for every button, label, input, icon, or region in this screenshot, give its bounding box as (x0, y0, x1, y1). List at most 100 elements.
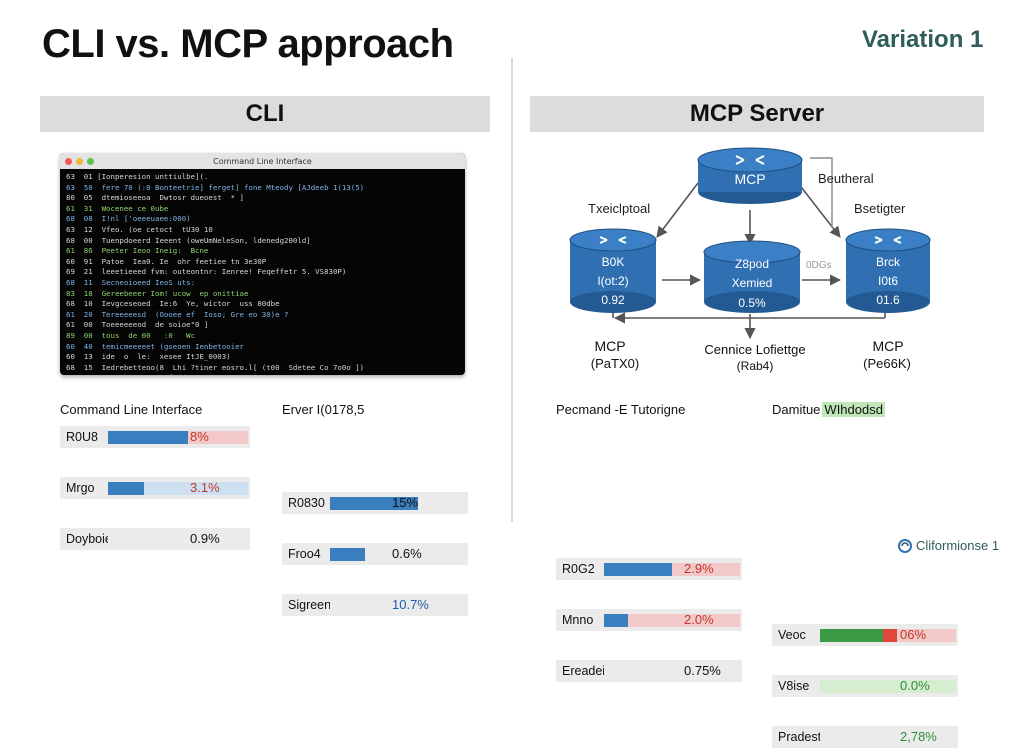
terminal-line: 68 10 Ievgceseoed Ie:6 Ye, wictor uss 80… (66, 299, 280, 309)
row-value: 0.9% (190, 531, 220, 546)
terminal-line: 61 20 Tereeeeesd (Oooee ef Ioso; Gre eo … (66, 309, 289, 319)
metrics-table-heading: Command Line Interface (60, 402, 202, 417)
arrow-top-to-right (797, 182, 841, 238)
table-row: R0U8 8% (60, 426, 250, 448)
row-bar (108, 431, 188, 444)
row-bar-track (108, 533, 248, 546)
terminal-line: 61 00 Toeeeeeeod de soioe"0 ] (66, 320, 209, 330)
terminal-line: 61 86 Peeter Ieoo Ineig: Bcne (66, 246, 209, 256)
close-dot-icon[interactable] (65, 157, 72, 165)
row-bar (108, 482, 144, 495)
row-bar (330, 548, 365, 561)
row-value: 0.0% (900, 678, 930, 693)
terminal-line: 60 40 temicmeeeeet (gseoen Ienbetooier (66, 341, 244, 351)
terminal-line: 63 01 [Ionperesion unttiulbe](. (66, 172, 209, 181)
center-divider (511, 58, 513, 522)
table-row: Mnno 2.0% (556, 609, 742, 631)
row-label: R0U8 (66, 430, 98, 444)
right-node-line1: Brck (876, 255, 901, 269)
terminal-window[interactable]: Command Line Interface 63 01 [Ionperesio… (60, 153, 465, 375)
row-label: Veoc (778, 628, 806, 642)
terminal-line: 63 50 fere 70 (:0 Bonteetrie] ferget] fo… (66, 182, 365, 192)
row-label: Mrgo (66, 481, 95, 495)
terminal-line: 68 11 Secneoioeed IeoS uts: (66, 277, 196, 287)
row-label: V8ise (778, 679, 810, 693)
cli-section-title: CLI (245, 100, 285, 127)
middle-node-line2: Xemied (732, 276, 773, 290)
label-bottom-left-title: MCP (594, 338, 626, 354)
label-bottom-right-title: MCP (872, 338, 904, 354)
terminal-line: 63 12 Vfeo. (oe cetoct tU30 10 (66, 224, 213, 234)
cli-section-header: CLI (40, 96, 490, 132)
table-heading-text: Pecmand -E Tutorigne (556, 402, 686, 417)
label-bottom-center-title: Cennice Lofiettge (704, 342, 806, 357)
terminal-line: 68 15 Iedrebetteoo(8 Lhi ?tiner eosro.l[… (66, 362, 365, 372)
table-row: V8ise 0.0% (772, 675, 958, 697)
brand-logo-icon (898, 538, 912, 553)
metrics-table-heading: Erver I(0178,5 (282, 402, 364, 417)
table-row: Veoc 06% (772, 624, 958, 646)
table-heading-text: Damitue (772, 402, 821, 417)
minimize-dot-icon[interactable] (76, 157, 83, 165)
row-value: 8% (190, 429, 209, 444)
footer-text: Cliformionse 1 (916, 538, 1000, 553)
terminal-title: Command Line Interface (213, 156, 312, 166)
left-node-line3: 0.92 (601, 293, 625, 307)
row-label: Mnno (562, 613, 594, 627)
label-right-upper: Bsetigter (854, 201, 906, 216)
row-value: 06% (900, 627, 927, 642)
terminal-line: 80 05 dtemioseeoa Dwtosr dueoest * ] (66, 193, 244, 203)
row-bar (330, 497, 418, 510)
arrow-top-to-left (656, 182, 699, 238)
row-label: Froo4 (288, 547, 321, 561)
right-node-line2: I0t6 (878, 274, 898, 288)
maximize-dot-icon[interactable] (87, 157, 94, 165)
mcp-router-node[interactable]: MCP (697, 147, 803, 204)
terminal-line: 89 00 tous de 00 :0 Wc (66, 330, 196, 340)
row-bar-accent (883, 629, 897, 642)
table-heading-tag: WIhdodsd (822, 402, 885, 417)
table-heading-text: Command Line Interface (60, 402, 203, 417)
row-value: 15% (392, 495, 419, 510)
middle-node-line1: Z8pod (735, 257, 769, 271)
row-value: 10.7% (392, 597, 429, 612)
connector-top-right (810, 157, 833, 228)
left-node-line2: I(ot:2) (597, 274, 628, 288)
router-arrows-icon (735, 155, 765, 165)
row-value: 2,78% (900, 729, 937, 744)
table-heading-text: Erver I(0178,5 (282, 402, 365, 417)
footer-brand: Cliformionse 1 (898, 538, 999, 553)
label-bottom-right-sub: (Pe66K) (863, 356, 911, 371)
terminal-line: 68 00 Tuenpdoeerd Ieeent (oweUmNeleSon, … (66, 235, 311, 245)
right-node-line3: 01.6 (876, 293, 900, 307)
terminal-line: 68 00 Ive ubeeoueso 3fe(: 1 (66, 373, 459, 375)
row-bar (820, 629, 883, 642)
page-title: CLI vs. MCP approach (42, 22, 454, 66)
label-bottom-center-sub: (Rab4) (736, 359, 774, 373)
label-left-upper: Txeiclptoal (588, 201, 651, 216)
variation-label: Variation 1 (862, 26, 984, 53)
left-database-node[interactable]: B0K I(ot:2) 0.92 (569, 228, 657, 313)
row-value: 0.75% (684, 663, 721, 678)
metrics-table-heading: Pecmand -E Tutorigne (556, 402, 685, 417)
terminal-line: 69 21 leeetieeed fvm: outeontnr: Ienree!… (66, 267, 347, 277)
row-value: 0.6% (392, 546, 422, 561)
middle-database-node[interactable]: Z8pod Xemied 0.5% (703, 240, 801, 313)
mcp-diagram: MCP B0K I(ot:2) 0.92 Z8pod Xemied 0.5% 0… (569, 147, 931, 340)
terminal-line: 61 31 Wocenee ce 0ube (66, 203, 169, 213)
terminal-line: 60 91 Patoe Iea0. Ie ohr feetiee tn 3e30… (66, 256, 267, 266)
row-bar (604, 563, 672, 576)
row-bar-track (820, 680, 956, 693)
left-node-arrows-icon (599, 236, 627, 244)
table-row: Froo4 0.6% (282, 543, 468, 565)
row-bar (604, 614, 628, 627)
row-value: 2.0% (684, 612, 714, 627)
right-database-node[interactable]: Brck I0t6 01.6 (845, 228, 931, 313)
